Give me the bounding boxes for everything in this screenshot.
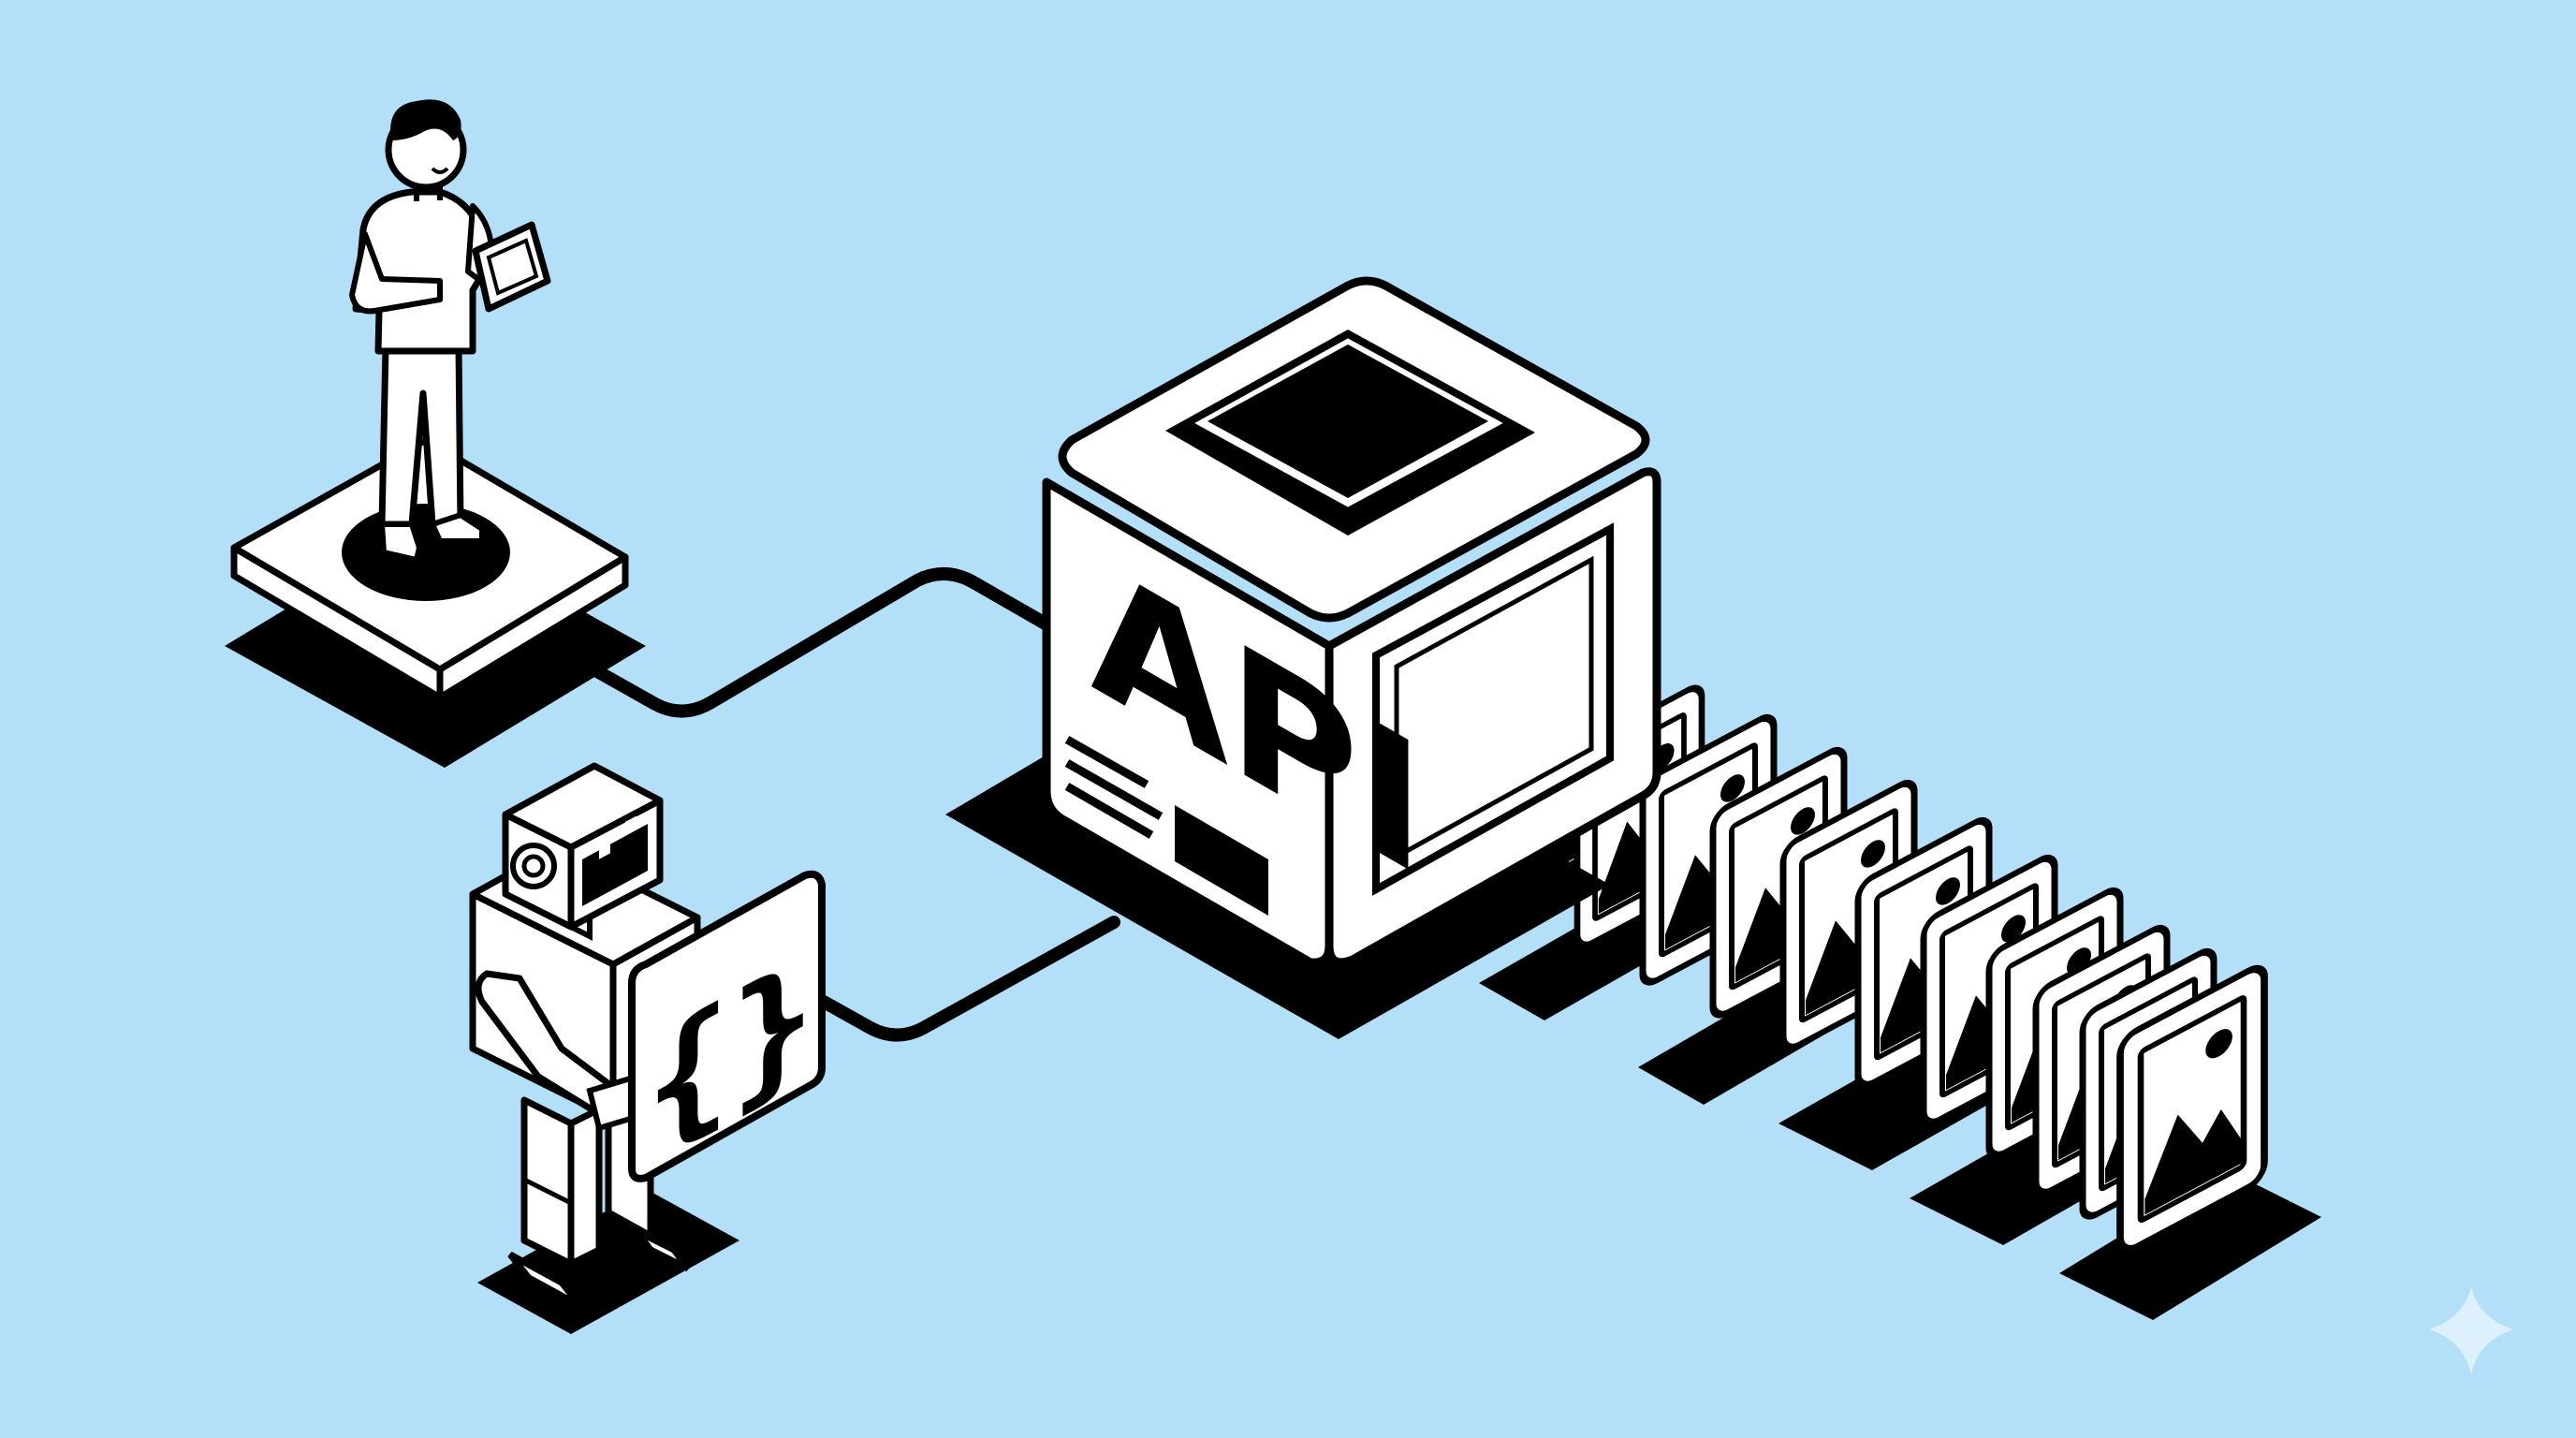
sparkle-watermark-icon xyxy=(2429,1287,2513,1374)
user-platform xyxy=(225,436,646,768)
person-with-tablet-icon xyxy=(349,99,551,564)
image-card-stack xyxy=(1446,638,2321,1320)
api-cube: API xyxy=(945,276,1661,1039)
cable-person-to-api xyxy=(546,566,1055,718)
robot-shadow xyxy=(477,1189,739,1334)
robot-icon xyxy=(469,762,701,1310)
code-panel: {} xyxy=(628,870,826,1182)
cable-robot-to-api xyxy=(817,916,1120,1042)
